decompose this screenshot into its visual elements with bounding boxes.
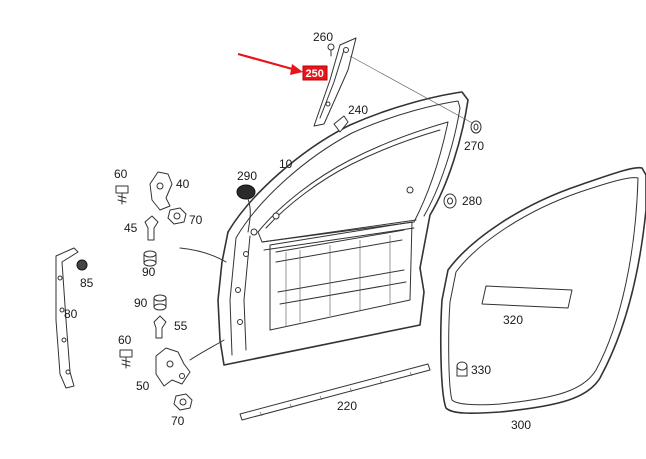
trim-cap[interactable] bbox=[76, 259, 88, 271]
nut[interactable] bbox=[167, 207, 187, 225]
label-70-lower: 70 bbox=[171, 414, 185, 428]
door-check-pin[interactable] bbox=[144, 215, 159, 241]
label-290: 290 bbox=[237, 169, 257, 183]
label-10: 10 bbox=[279, 157, 293, 171]
label-85: 85 bbox=[80, 276, 94, 290]
label-40: 40 bbox=[176, 177, 190, 191]
leader-line bbox=[179, 247, 227, 263]
door-shell[interactable] bbox=[217, 91, 469, 366]
label-300: 300 bbox=[511, 418, 531, 432]
label-90-lower: 90 bbox=[134, 296, 148, 310]
label-70-upper: 70 bbox=[189, 213, 203, 227]
label-260: 260 bbox=[313, 30, 333, 44]
clip[interactable] bbox=[456, 361, 468, 377]
label-250: 250 bbox=[306, 68, 324, 80]
grommet[interactable] bbox=[470, 120, 482, 134]
highlight-arrow bbox=[237, 52, 303, 75]
highlighted-part-badge[interactable]: 250 bbox=[302, 65, 328, 81]
hinge-bolt[interactable] bbox=[119, 349, 133, 369]
sleeve[interactable] bbox=[143, 250, 157, 267]
label-50: 50 bbox=[136, 379, 150, 393]
label-270: 270 bbox=[464, 139, 484, 153]
label-55: 55 bbox=[174, 319, 188, 333]
label-280: 280 bbox=[462, 194, 482, 208]
sleeve[interactable] bbox=[153, 294, 167, 311]
door-check-pin[interactable] bbox=[153, 315, 167, 339]
lower-door-seal[interactable] bbox=[239, 363, 431, 421]
rubber-plug[interactable] bbox=[236, 184, 256, 233]
label-320: 320 bbox=[503, 313, 523, 327]
label-220: 220 bbox=[337, 399, 357, 413]
screw[interactable] bbox=[327, 43, 335, 57]
label-330: 330 bbox=[471, 363, 491, 377]
door-weatherstrip[interactable] bbox=[440, 166, 646, 414]
label-60-lower: 60 bbox=[118, 333, 132, 347]
label-45: 45 bbox=[124, 221, 138, 235]
retaining-clip[interactable] bbox=[333, 115, 349, 133]
label-80: 80 bbox=[64, 307, 78, 321]
upper-hinge[interactable] bbox=[149, 171, 173, 211]
hinge-bolt[interactable] bbox=[115, 185, 129, 205]
grommet[interactable] bbox=[443, 193, 457, 209]
label-90-upper: 90 bbox=[142, 265, 156, 279]
label-60-upper: 60 bbox=[114, 167, 128, 181]
pillar-seal-strip[interactable] bbox=[55, 247, 79, 389]
lower-hinge[interactable] bbox=[155, 347, 191, 387]
leader-line bbox=[349, 55, 475, 125]
nut[interactable] bbox=[173, 393, 193, 411]
label-sticker[interactable] bbox=[481, 285, 573, 309]
window-channel-strip[interactable] bbox=[313, 37, 357, 127]
label-240: 240 bbox=[348, 103, 368, 117]
leader-line bbox=[189, 339, 225, 361]
